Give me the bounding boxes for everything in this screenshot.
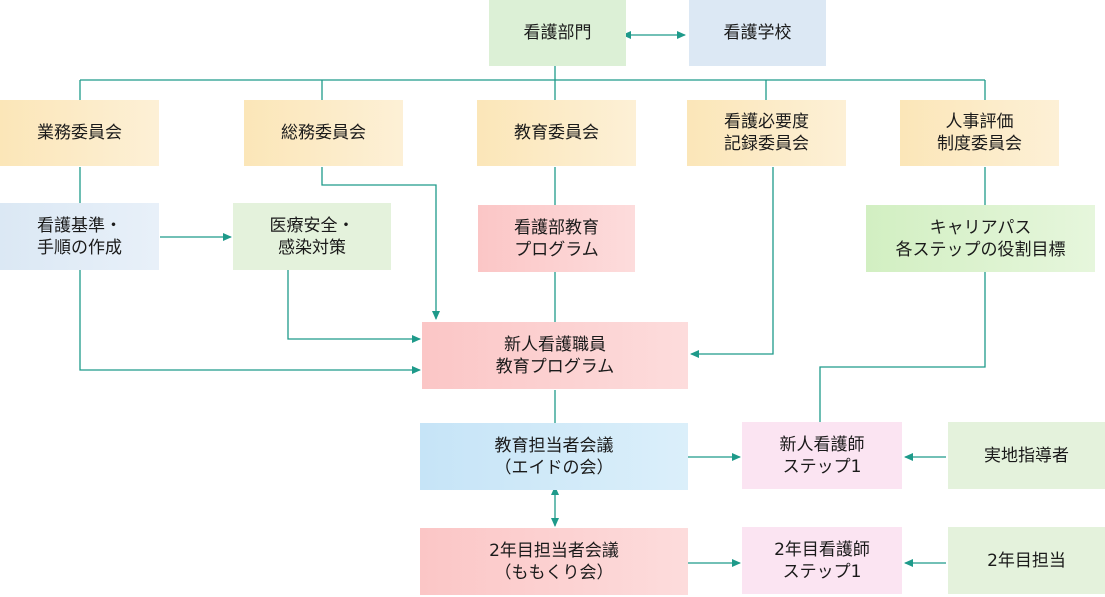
node-kango-bumon: 看護部門: [489, 0, 626, 66]
node-hitsuyodo-line1: 看護必要度: [724, 112, 809, 132]
node-somu-label: 総務委員会: [281, 123, 366, 143]
node-iryo-line1: 医療安全・: [269, 215, 355, 236]
node-career-line1: キャリアパス: [929, 217, 1032, 238]
node-kijun-line1: 看護基準・: [37, 215, 122, 236]
node-kango-kijun: 看護基準・ 手順の作成: [0, 203, 159, 270]
node-kyoiku-program-line1: 看護部教育: [514, 217, 599, 238]
node-jinji-line1: 人事評価: [945, 112, 1014, 132]
node-jichi-shidosha: 実地指導者: [948, 422, 1105, 489]
node-shinjin-program-line2: 教育プログラム: [495, 356, 615, 377]
node-kyoiku-label: 教育委員会: [514, 123, 599, 143]
node-kango-bumon-label: 看護部門: [523, 23, 592, 43]
node-career-path: キャリアパス 各ステップの役割目標: [866, 205, 1095, 272]
node-shinjin-program-line1: 新人看護職員: [504, 334, 606, 355]
node-tanto-kaigi-line1: 教育担当者会議: [494, 435, 614, 456]
node-step1-line1: 新人看護師: [779, 434, 865, 455]
node-shinjin-step1: 新人看護師 ステップ1: [742, 422, 902, 489]
hitsuyodo-shinjin-arrow: [690, 167, 774, 358]
node-hitsuyodo-iinkai: 看護必要度 記録委員会: [687, 100, 846, 166]
node-iryo-anzen: 医療安全・ 感染対策: [233, 203, 391, 270]
node-kyoiku-program: 看護部教育 プログラム: [478, 205, 635, 272]
kijun-shinjin-arrow: [79, 270, 421, 374]
node-kango-gakko: 看護学校: [689, 0, 826, 66]
iryo-shinjin-arrow: [287, 270, 421, 343]
node-nen2-kaigi: 2年目担当者会議 （ももくり会）: [420, 528, 688, 595]
node-jichi-label: 実地指導者: [984, 445, 1069, 466]
node-kijun-line2: 手順の作成: [37, 237, 122, 258]
node-tanto-kaigi-line2: （エイドの会）: [494, 457, 614, 478]
node-tanto-kaigi: 教育担当者会議 （エイドの会）: [420, 423, 688, 490]
node-jinji-iinkai: 人事評価 制度委員会: [900, 100, 1059, 166]
node-somu-iinkai: 総務委員会: [244, 100, 403, 166]
node-nen2-tanto-label: 2年目担当: [987, 550, 1066, 571]
node-nen2-step1: 2年目看護師 ステップ1: [742, 527, 902, 594]
node-kyoiku-program-line2: プログラム: [514, 239, 599, 260]
node-hitsuyodo-line2: 記録委員会: [724, 134, 809, 154]
node-nen2-kaigi-line1: 2年目担当者会議: [489, 540, 619, 561]
node-nen2-kaigi-line2: （ももくり会）: [494, 562, 614, 583]
node-kango-gakko-label: 看護学校: [723, 23, 792, 43]
node-gyomu-iinkai: 業務委員会: [0, 100, 159, 166]
node-iryo-line2: 感染対策: [278, 237, 346, 258]
node-gyomu-label: 業務委員会: [37, 123, 122, 143]
node-nen2-tanto: 2年目担当: [948, 527, 1105, 594]
career-step1-line: [819, 272, 986, 422]
node-nen2-step1-line2: ステップ1: [782, 561, 862, 582]
node-jinji-line2: 制度委員会: [937, 134, 1022, 154]
node-step1-line2: ステップ1: [782, 456, 862, 477]
node-shinjin-program: 新人看護職員 教育プログラム: [422, 322, 688, 389]
node-kyoiku-iinkai: 教育委員会: [477, 100, 636, 166]
node-career-line2: 各ステップの役割目標: [895, 239, 1066, 260]
somu-shinjin-arrow: [321, 167, 440, 320]
node-nen2-step1-line1: 2年目看護師: [774, 539, 870, 560]
